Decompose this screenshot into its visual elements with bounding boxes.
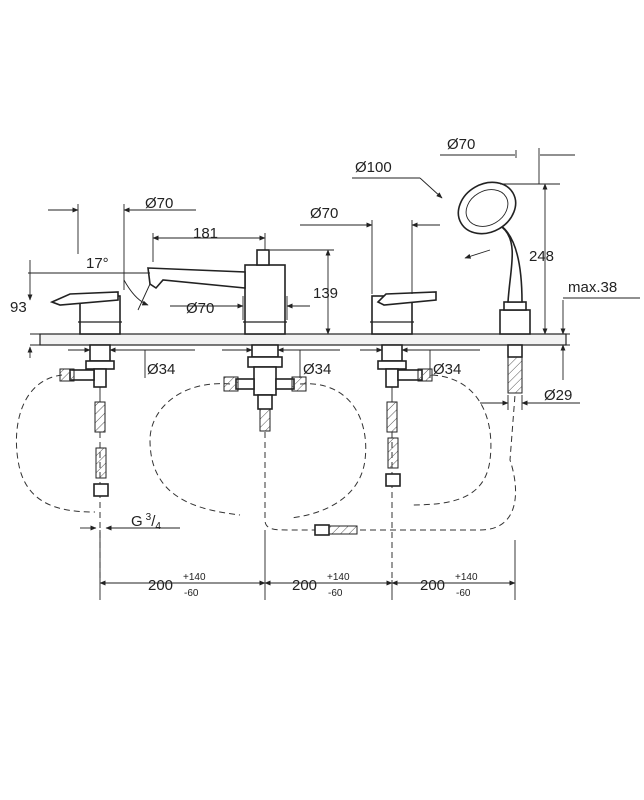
shower-swing-dia-label: Ø100 (355, 159, 392, 176)
right-handle-dia-label: Ø70 (310, 205, 338, 222)
dimension-lines (27, 148, 640, 600)
spacing-3: 200 +140 -60 (420, 572, 478, 599)
spacing-2: 200 +140 -60 (292, 572, 350, 599)
spout-reach-label: 181 (193, 225, 218, 242)
hoses (15, 374, 516, 580)
spout-height-label: 139 (313, 285, 338, 302)
hole-dia-center-label: Ø34 (303, 361, 331, 378)
lever-height-label: 93 (10, 299, 27, 316)
spacing-3-minus: -60 (456, 588, 471, 599)
spout-rosette-dia-label: Ø70 (186, 300, 214, 317)
dimension-labels: Ø70 181 17° 93 Ø70 139 Ø70 Ø70 Ø100 248 … (10, 136, 617, 599)
left-valve (49, 291, 122, 433)
hole-dia-right-label: Ø34 (433, 361, 461, 378)
hole-dia-left-label: Ø34 (147, 361, 175, 378)
spacing-2-plus: +140 (327, 572, 350, 583)
spacing-1-minus: -60 (184, 588, 199, 599)
spacing-2-base: 200 (292, 577, 317, 594)
spacing-3-plus: +140 (455, 572, 478, 583)
deck-plate (30, 333, 570, 346)
shower-height-label: 248 (529, 248, 554, 265)
spacing-1-base: 200 (148, 577, 173, 594)
hand-shower (457, 181, 531, 394)
deck-max-label: max.38 (568, 279, 617, 296)
shower-hole-dia-label: Ø29 (544, 387, 572, 404)
spacing-1-plus: +140 (183, 572, 206, 583)
spacing-3-base: 200 (420, 577, 445, 594)
spout-angle-label: 17° (86, 255, 109, 272)
right-valve (370, 291, 437, 433)
spacing-1: 200 +140 -60 (148, 572, 206, 599)
shower-head-dia-label: Ø70 (447, 136, 475, 153)
spacing-2-minus: -60 (328, 588, 343, 599)
lever-rosette-dia-label: Ø70 (145, 195, 173, 212)
